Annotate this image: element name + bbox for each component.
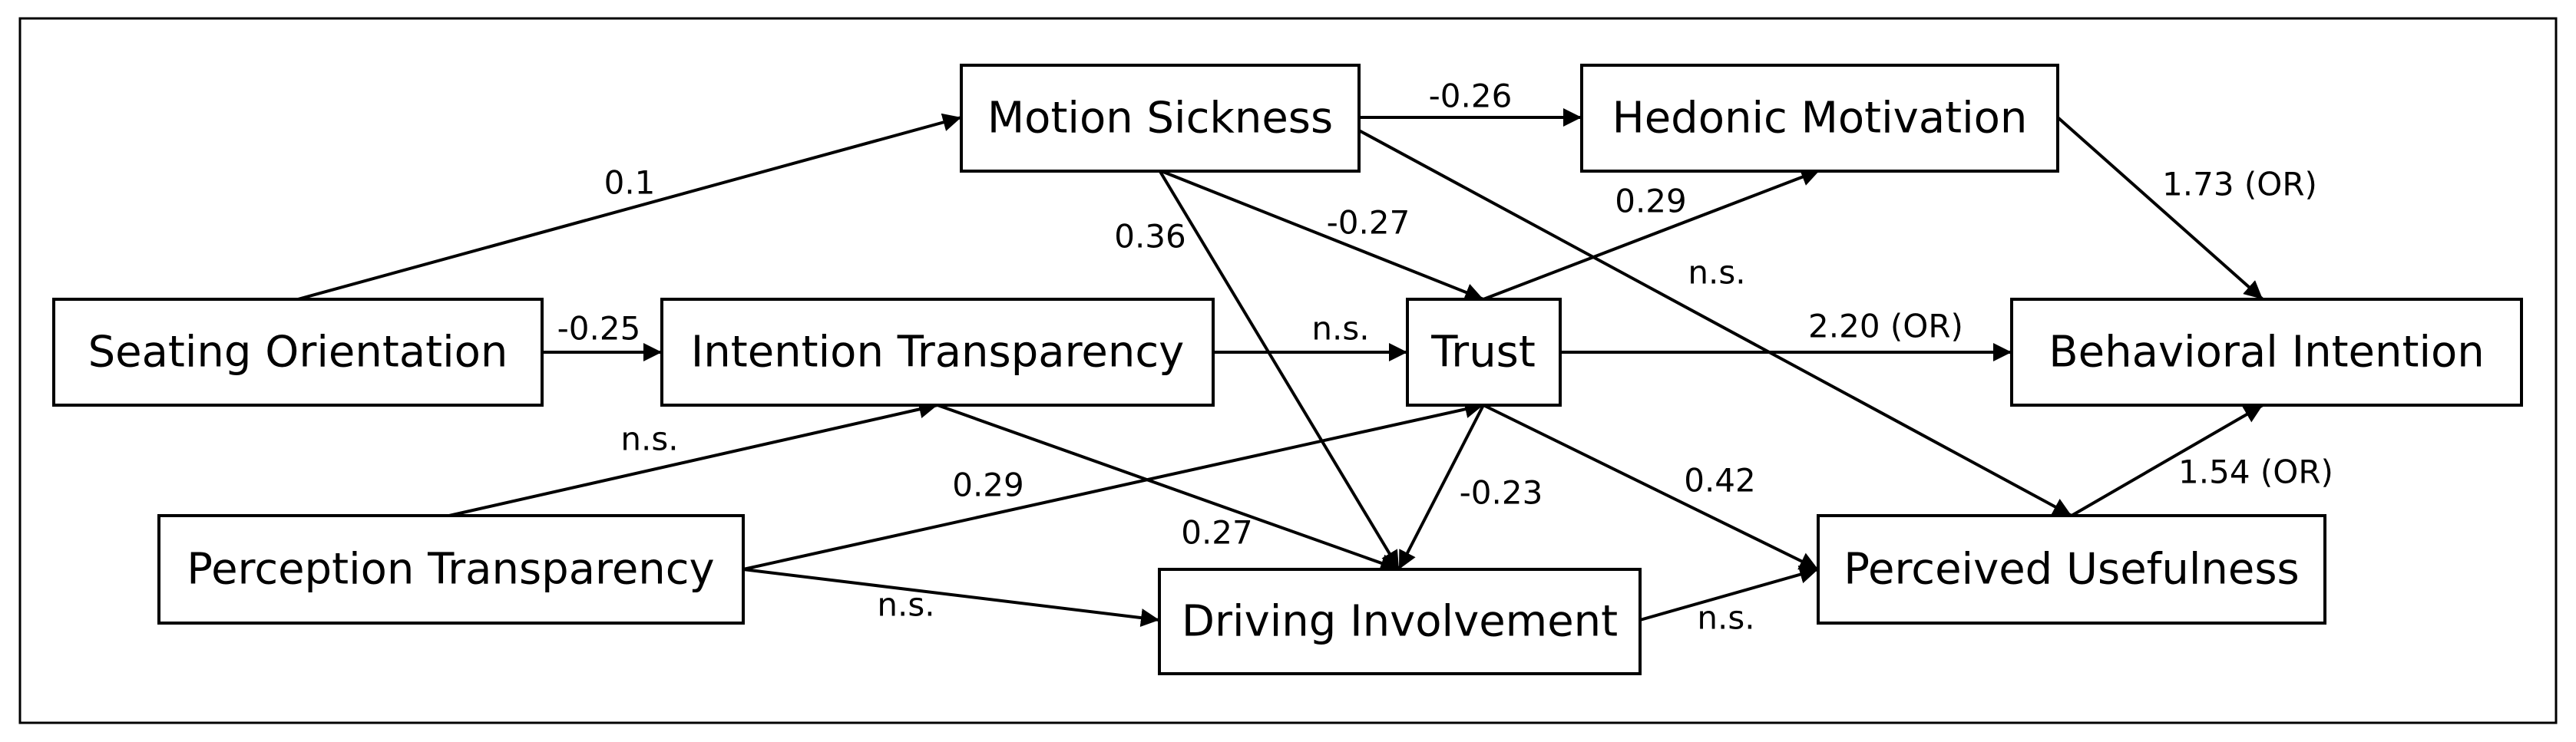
node-driving-involvement: Driving Involvement: [1158, 568, 1642, 675]
node-box: [1406, 298, 1562, 407]
label-trust-to-hedonic: 0.29: [1615, 183, 1687, 220]
node-label: Perceived Usefulness: [1844, 545, 2299, 595]
node-behavioral-intention: Behavioral Intention: [2010, 298, 2523, 407]
node-perceived-usefulness: Perceived Usefulness: [1817, 514, 2326, 625]
node-label: Perception Transparency: [187, 545, 714, 595]
node-box: [660, 298, 1215, 407]
label-usefulness-to-behavioral: 1.54 (OR): [2178, 453, 2333, 491]
node-label: Intention Transparency: [691, 328, 1185, 378]
label-trust-to-driving: -0.23: [1460, 474, 1543, 512]
label-intention-to-driving: 0.27: [1181, 514, 1253, 552]
node-intention-transparency: Intention Transparency: [660, 298, 1215, 407]
label-motion-to-driving: 0.36: [1114, 218, 1186, 256]
node-box: [157, 514, 745, 625]
label-perception-to-trust: 0.29: [952, 467, 1024, 504]
label-hedonic-to-behavioral: 1.73 (OR): [2162, 166, 2317, 203]
label-perception-to-driving: n.s.: [877, 586, 934, 624]
label-trust-to-usefulness: 0.42: [1684, 462, 1756, 500]
label-motion-to-hedonic: -0.26: [1429, 77, 1513, 115]
edge-trust-to-usefulness: [1483, 404, 1819, 571]
node-hedonic-motivation: Hedonic Motivation: [1580, 64, 2059, 173]
label-motion-to-trust: -0.27: [1327, 204, 1410, 242]
label-trust-to-behavioral: 2.20 (OR): [1808, 308, 1963, 345]
node-perception-transparency: Perception Transparency: [157, 514, 745, 625]
node-label: Behavioral Intention: [2049, 328, 2485, 378]
edge-motion-to-trust: [1159, 169, 1484, 302]
edge-trust-to-driving: [1397, 404, 1485, 570]
node-seating-orientation: Seating Orientation: [52, 298, 544, 407]
edge-hedonic-to-behavioral: [2056, 116, 2264, 301]
label-intention-to-trust: n.s.: [1311, 310, 1369, 348]
node-box: [1580, 64, 2059, 173]
edge-motion-to-usefulness: [1358, 129, 2072, 517]
edge-trust-to-hedonic: [1483, 168, 1820, 301]
edge-usefulness-to-behavioral: [2070, 404, 2264, 517]
edge-driving-to-usefulness: [1639, 566, 1819, 622]
node-box: [960, 64, 1361, 173]
node-label: Hedonic Motivation: [1612, 94, 2028, 143]
edges: [297, 108, 2264, 628]
node-label: Seating Orientation: [88, 328, 508, 378]
node-label: Motion Sickness: [987, 94, 1333, 143]
edge-perception-to-intention: [448, 400, 938, 517]
node-box: [2010, 298, 2523, 407]
label-seating-to-motion: 0.1: [604, 164, 656, 202]
edge-labels: 0.1 -0.25 -0.26 -0.27 0.36 n.s. 1.73 (OR…: [557, 77, 2333, 637]
node-box: [1158, 568, 1642, 675]
edge-perception-to-trust: [742, 400, 1484, 571]
node-label: Trust: [1430, 328, 1536, 378]
node-trust: Trust: [1406, 298, 1562, 407]
label-driving-to-usefulness: n.s.: [1697, 599, 1754, 637]
edge-perception-to-driving: [742, 568, 1160, 628]
label-motion-to-usefulness: n.s.: [1688, 254, 1745, 292]
label-perception-to-intention: n.s.: [620, 420, 678, 458]
edge-seating-to-motion: [297, 113, 962, 301]
label-seating-to-intention: -0.25: [557, 310, 641, 348]
node-box: [1817, 514, 2326, 625]
node-box: [52, 298, 544, 407]
edge-motion-to-driving: [1158, 169, 1400, 571]
edge-intention-to-driving: [937, 404, 1400, 572]
node-label: Driving Involvement: [1182, 597, 1618, 647]
node-motion-sickness: Motion Sickness: [960, 64, 1361, 173]
